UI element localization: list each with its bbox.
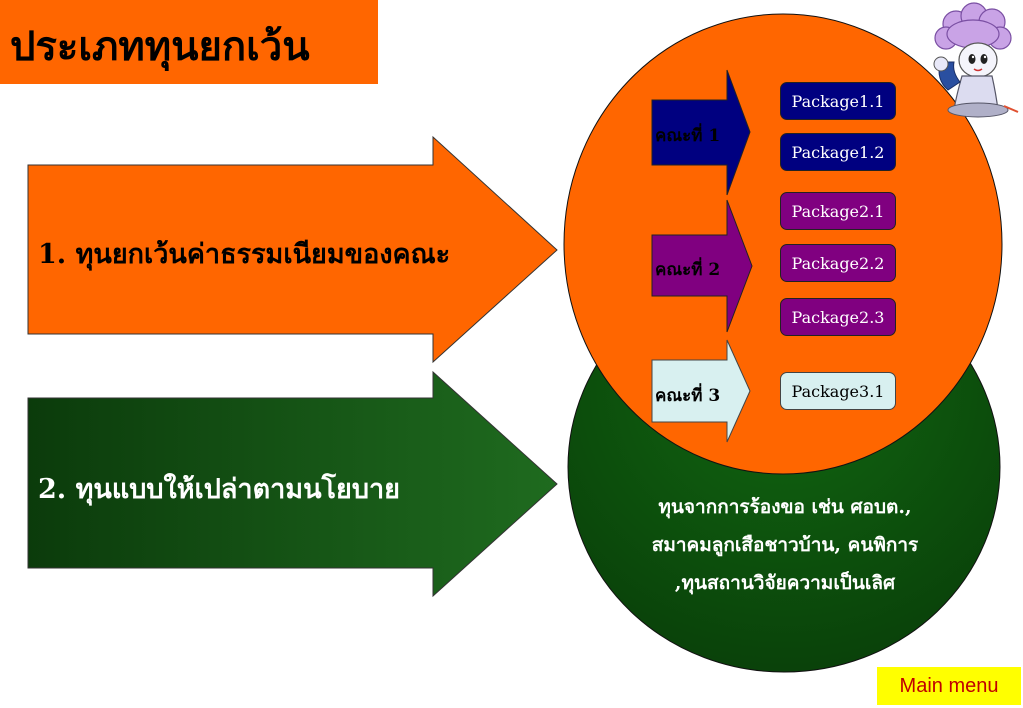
package-2-2-button[interactable]: Package2.2	[780, 244, 896, 282]
category-2-arrow[interactable]	[27, 370, 558, 598]
category-1-label: 1. ทุนยกเว้นค่าธรรมเนียมของคณะ	[38, 239, 451, 270]
package-1-2-button[interactable]: Package1.2	[780, 133, 896, 171]
policy-scholarship-description: ทุนจากการร้องขอ เช่น ศอบต., สมาคมลูกเสือ…	[600, 488, 970, 602]
page-title: ประเภททุนยกเว้น	[10, 23, 310, 70]
cartoon-mascot-icon	[933, 2, 1019, 118]
package-3-1-button[interactable]: Package3.1	[780, 372, 896, 410]
description-line: ทุนจากการร้องขอ เช่น ศอบต.,	[658, 496, 912, 518]
faculty-2-label: คณะที่ 2	[655, 260, 721, 280]
package-1-1-button[interactable]: Package1.1	[780, 82, 896, 120]
description-line: ,ทุนสถานวิจัยความเป็นเลิศ	[674, 572, 896, 594]
category-1-arrow[interactable]	[27, 135, 558, 364]
faculty-2-arrow[interactable]	[651, 199, 753, 333]
category-2-label: 2. ทุนแบบให้เปล่าตามนโยบาย	[38, 474, 400, 505]
package-2-1-button[interactable]: Package2.1	[780, 192, 896, 230]
faculty-1-label: คณะที่ 1	[655, 126, 721, 146]
description-line: สมาคมลูกเสือชาวบ้าน, คนพิการ	[651, 534, 919, 556]
faculty-3-label: คณะที่ 3	[655, 386, 721, 406]
package-2-3-button[interactable]: Package2.3	[780, 298, 896, 336]
main-menu-button[interactable]: Main menu	[877, 667, 1021, 705]
faculty-1-arrow[interactable]	[651, 69, 751, 196]
title-banner	[0, 0, 378, 84]
faculty-3-arrow[interactable]	[651, 339, 751, 443]
